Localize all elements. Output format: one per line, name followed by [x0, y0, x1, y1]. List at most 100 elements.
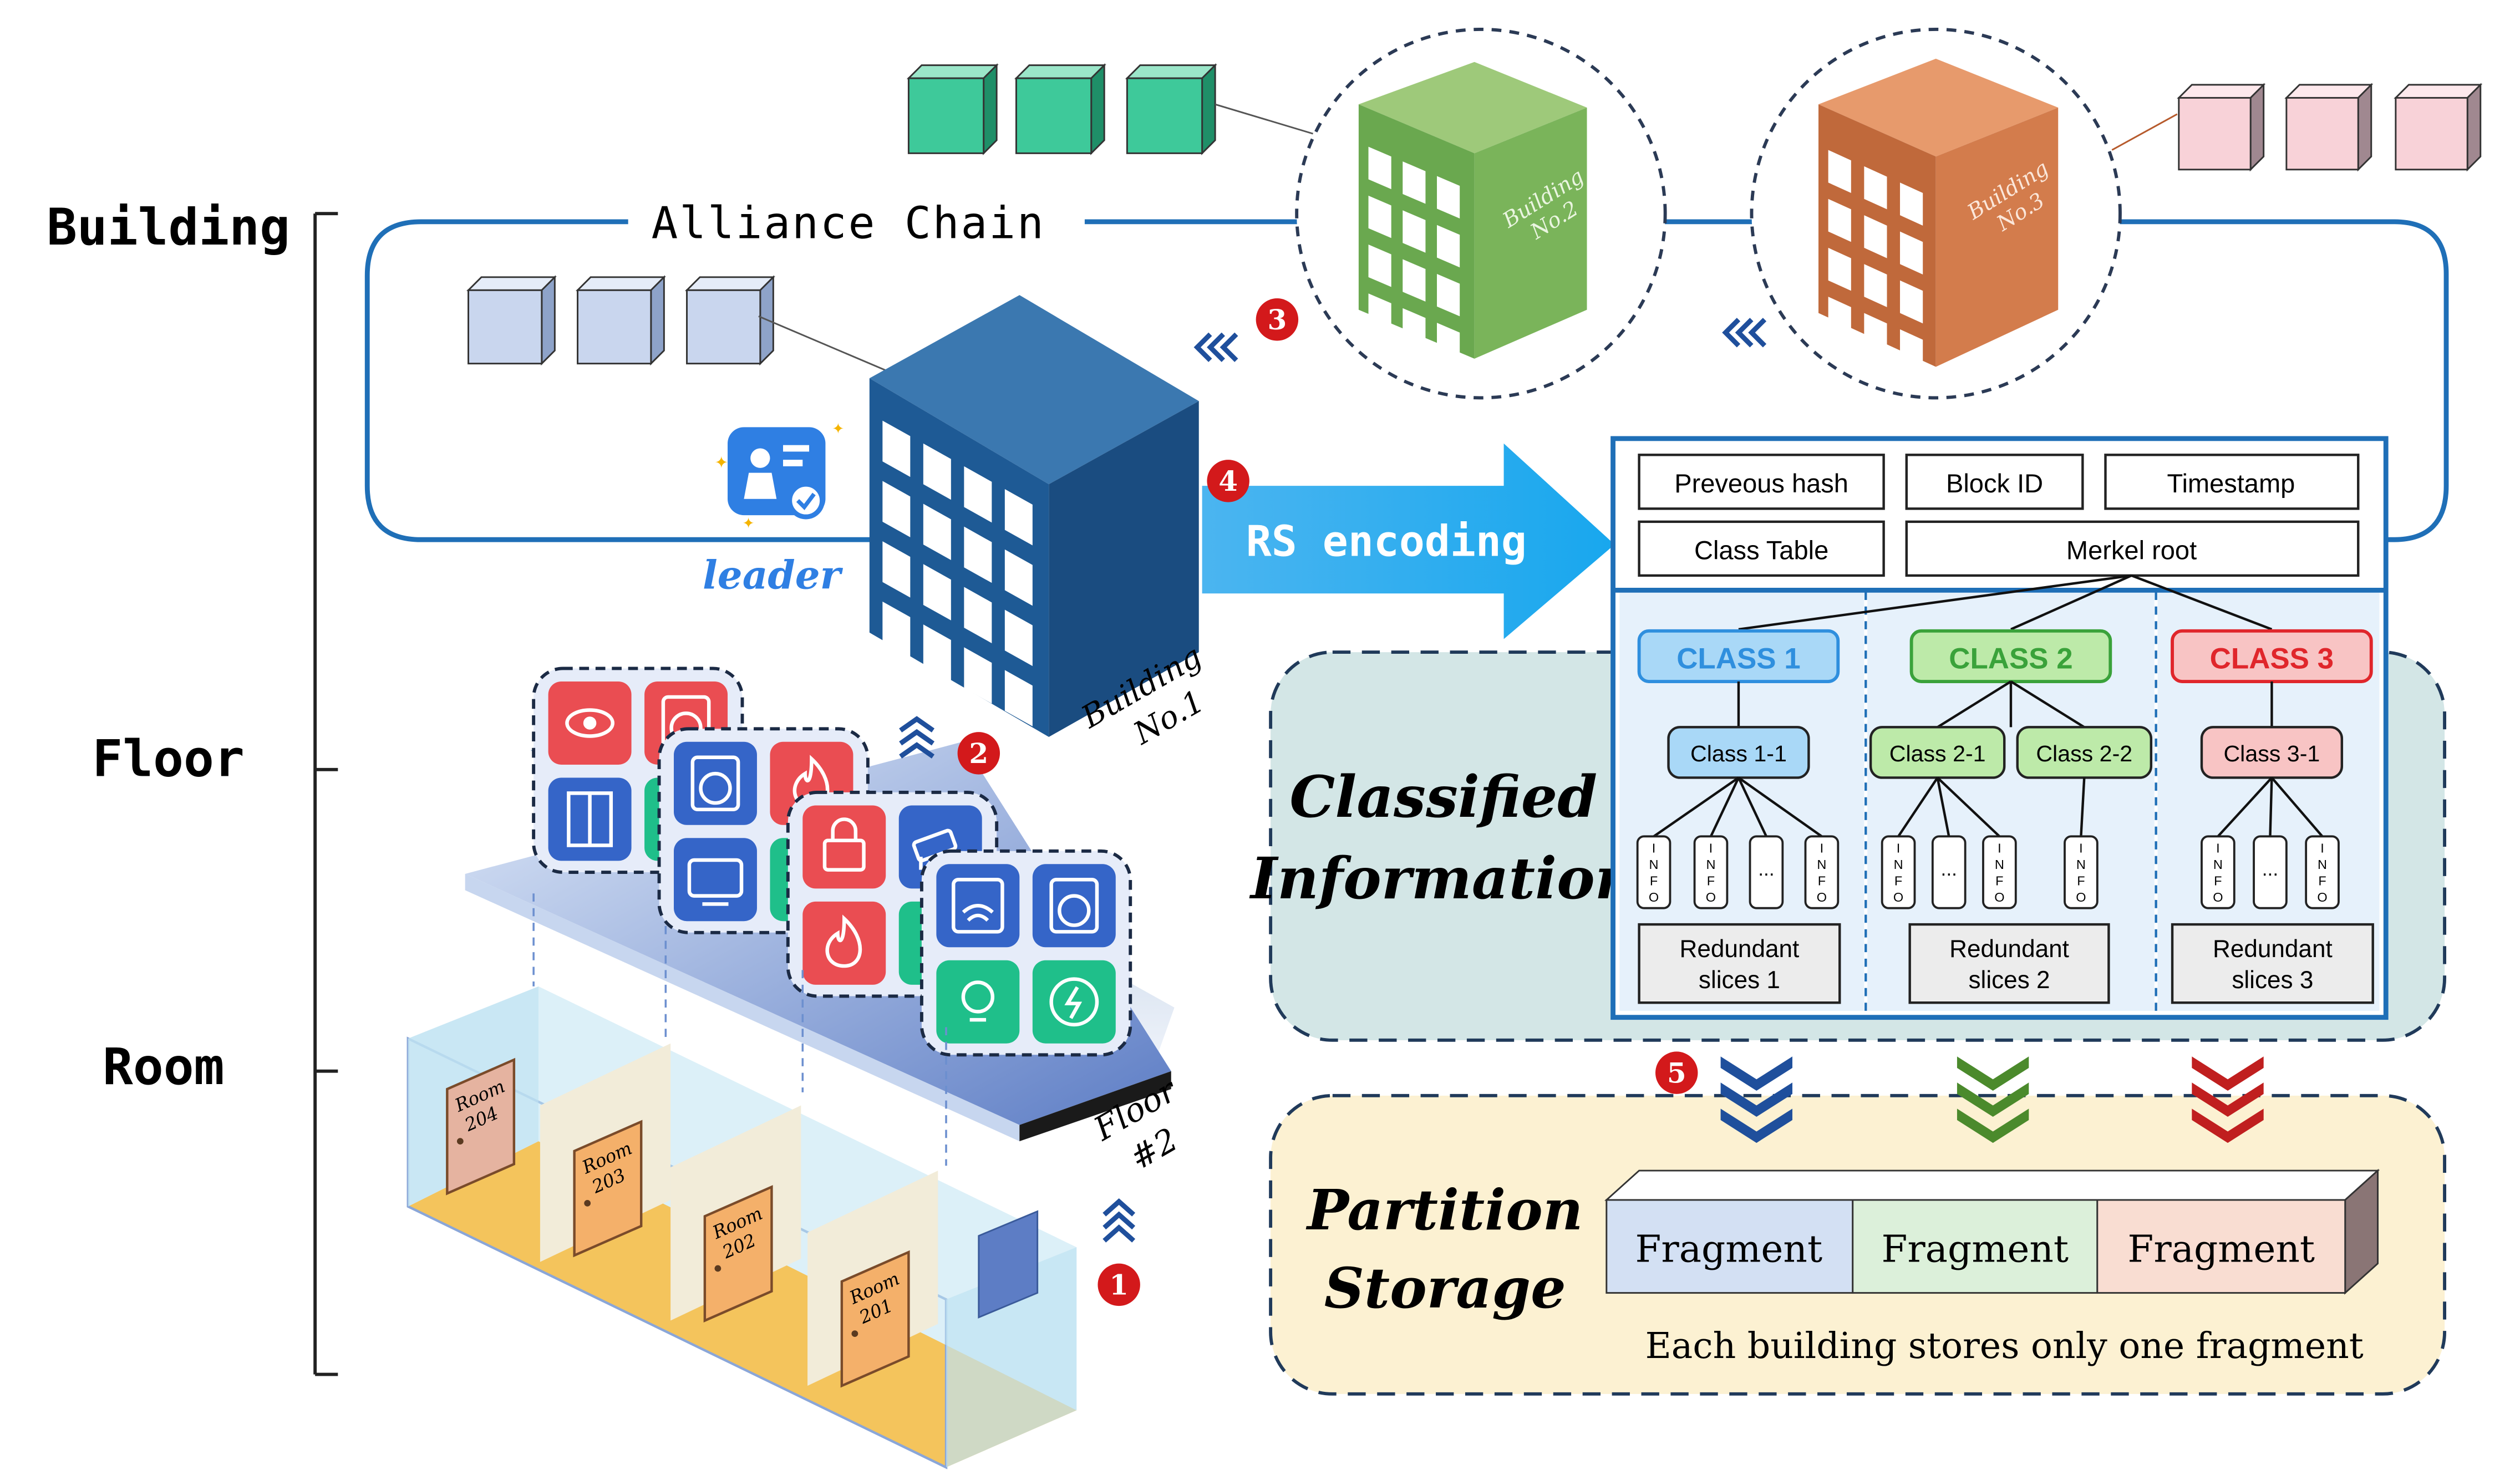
step-number: 5	[1667, 1056, 1686, 1089]
device-card	[919, 849, 1132, 1057]
level-room: Room	[103, 1037, 224, 1096]
alliance-chain-loop	[364, 219, 2449, 542]
window	[1368, 245, 1391, 287]
window	[1437, 225, 1460, 268]
info-leaf	[2064, 835, 2099, 909]
info-leaf	[2201, 835, 2236, 909]
window	[1828, 199, 1851, 242]
timestamp-field: Timestamp	[2167, 469, 2295, 498]
fragment-1: Fragment	[1635, 1227, 1822, 1271]
redundant-slices-box	[1638, 923, 1841, 1004]
window	[1004, 670, 1033, 726]
info-char: O	[1649, 890, 1659, 904]
info-char: F	[1995, 874, 2003, 888]
info-leaf	[1982, 835, 2017, 909]
step-number: 4	[1218, 465, 1238, 497]
blockchain-blocks-blue	[466, 275, 775, 366]
chevron-down-icon	[2192, 1056, 2264, 1143]
window	[1864, 313, 1887, 357]
svg-text:✦: ✦	[715, 453, 729, 472]
merkel-root-field: Merkel root	[2066, 535, 2197, 564]
storage-note: Each building stores only one fragment	[1645, 1325, 2364, 1367]
washer-icon	[1032, 864, 1116, 948]
classified-information-title: Classified	[1289, 764, 1597, 831]
lock-icon	[802, 805, 886, 889]
step-marker: 5	[1655, 1051, 1698, 1094]
window	[882, 481, 911, 537]
svg-text:✦: ✦	[742, 515, 754, 532]
redundant-slices-box	[2171, 923, 2374, 1004]
info-char: O	[1893, 890, 1903, 904]
block-cube	[2284, 84, 2374, 99]
block-cube	[1014, 64, 1106, 79]
thermostat-icon	[936, 864, 1020, 948]
hierarchy-bracket	[313, 212, 338, 1376]
redundant-slices-label: slices 3	[2232, 967, 2313, 994]
window	[1403, 210, 1426, 253]
step-number: 3	[1267, 303, 1287, 336]
info-char: I	[1897, 841, 1901, 856]
block-link-line	[2111, 113, 2178, 151]
info-char: F	[2077, 874, 2085, 888]
info-leaf	[1931, 835, 1967, 909]
fragment-2: Fragment	[1881, 1227, 2069, 1271]
info-char: I	[2320, 841, 2324, 856]
redundant-slices-label: slices 2	[1969, 967, 2050, 994]
window	[1004, 489, 1033, 546]
rs-encoding-label: RS encoding	[1246, 517, 1527, 567]
leader-badge-icon: ✦ ✦ ✦	[715, 420, 845, 532]
sub-class-label: Class 2-1	[1889, 741, 1986, 766]
level-floor: Floor	[92, 730, 244, 789]
window	[1900, 182, 1923, 226]
info-char: O	[2076, 890, 2086, 904]
partition-storage-title-2: Storage	[1324, 1255, 1566, 1321]
info-char: I	[2216, 841, 2220, 856]
info-char: I	[1709, 841, 1713, 856]
block-link-line	[1215, 103, 1313, 135]
fragment-down-chevrons	[1720, 1056, 2264, 1143]
info-char: N	[1894, 857, 1903, 872]
info-leaf	[1804, 835, 1840, 909]
window	[882, 601, 911, 658]
info-char: O	[2317, 890, 2327, 904]
redundant-slices-label: slices 1	[1699, 967, 1780, 994]
leader-label: leader	[703, 552, 844, 598]
chevron-up-icon	[899, 716, 935, 759]
ellipsis: ...	[2262, 858, 2278, 880]
redundant-slices-box	[1908, 923, 2110, 1004]
window	[1864, 166, 1887, 210]
chevron-up-icon	[1102, 1198, 1136, 1243]
step-marker: 1	[1098, 1263, 1140, 1306]
window	[1900, 329, 1923, 373]
info-char: F	[2214, 874, 2222, 888]
block-cube	[906, 64, 999, 79]
chevron-left-icon	[1193, 332, 1238, 362]
level-building: Building	[47, 198, 290, 257]
window	[1437, 323, 1460, 365]
device-icon-cards	[532, 667, 1132, 1057]
window	[1403, 161, 1426, 204]
block-cube	[575, 276, 666, 291]
window	[1864, 215, 1887, 258]
window	[923, 564, 951, 620]
window	[1004, 549, 1033, 606]
chevron-left-icon	[1722, 318, 1767, 348]
sub-class-label: Class 2-2	[2036, 741, 2132, 766]
block-header: Preveous hash Block ID Timestamp Class T…	[1638, 454, 2360, 577]
block-id-field: Block ID	[1946, 469, 2043, 498]
window	[1368, 293, 1391, 336]
redundant-label: Redundant	[2213, 935, 2333, 963]
block-cube	[466, 276, 557, 291]
partition-storage-title: Partition	[1305, 1177, 1583, 1243]
prev-hash-field: Preveous hash	[1674, 469, 1848, 498]
info-char: O	[2213, 890, 2223, 904]
tv-icon	[673, 838, 757, 922]
